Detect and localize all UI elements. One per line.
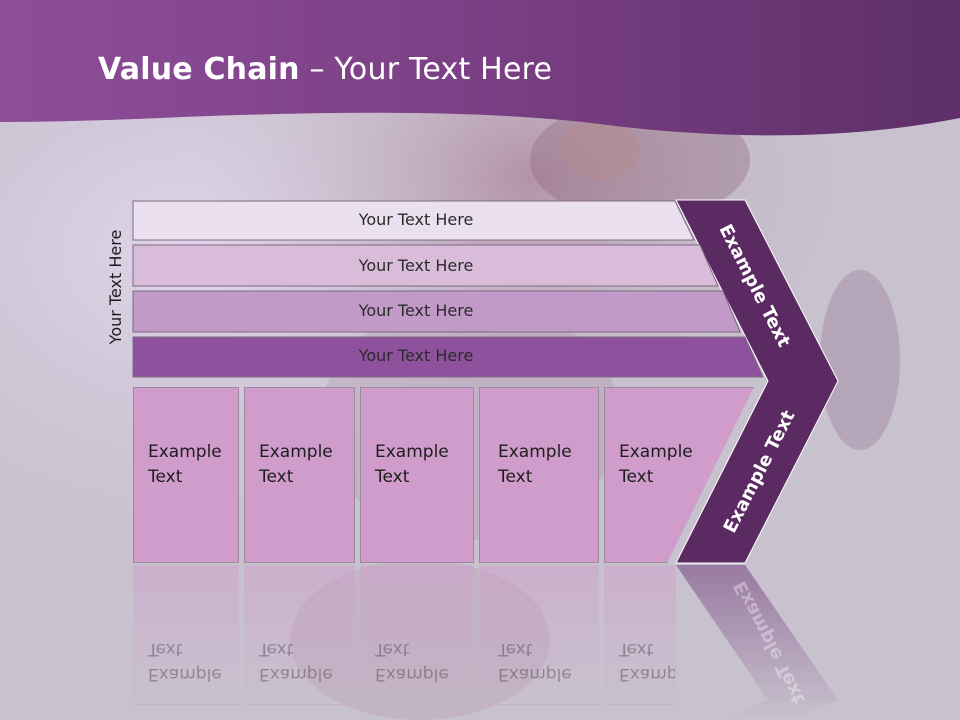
cell-4-reflection: Example Text: [479, 565, 599, 705]
band-3-shape: [132, 290, 741, 333]
cell-1-label: Example Text: [148, 442, 222, 487]
cell-2-reflection-label: Example Text: [259, 639, 333, 684]
slide-title-bold: Value Chain: [98, 52, 300, 87]
cell-2-label: Example Text: [259, 442, 333, 487]
cell-4-reflection-label: Example Text: [498, 639, 572, 684]
cell-1-reflection: Example Text: [133, 565, 239, 705]
cell-5-reflection: Example Text: [604, 565, 676, 705]
band-1-shape: [132, 200, 695, 241]
band-4-shape: [132, 336, 764, 378]
cell-1: Example Text: [133, 387, 239, 563]
band-2-label: Your Text Here: [358, 256, 474, 275]
cell-3-label: Example Text: [375, 442, 449, 487]
cell-2: Example Text: [244, 387, 355, 563]
band-3-label: Your Text Here: [358, 301, 474, 320]
cell-3: Example Text: [360, 387, 474, 563]
cell-5-reflection-label: Example Text: [619, 639, 676, 684]
slide-title-rest: – Your Text Here: [299, 52, 553, 87]
band-2-shape: [132, 244, 719, 287]
cell-3-reflection: Example Text: [360, 565, 474, 705]
cell-3-reflection-label: Example Text: [375, 639, 449, 684]
cell-2-reflection: Example Text: [244, 565, 355, 705]
band-4-label: Your Text Here: [358, 346, 474, 365]
cell-5-label: Example Text: [619, 442, 693, 487]
cell-4-label: Example Text: [498, 442, 572, 487]
band-1-label: Your Text Here: [358, 210, 474, 229]
cell-1-reflection-label: Example Text: [148, 639, 222, 684]
slide-title: Value Chain – Your Text Here: [98, 52, 552, 87]
cell-4: Example Text: [479, 387, 599, 563]
